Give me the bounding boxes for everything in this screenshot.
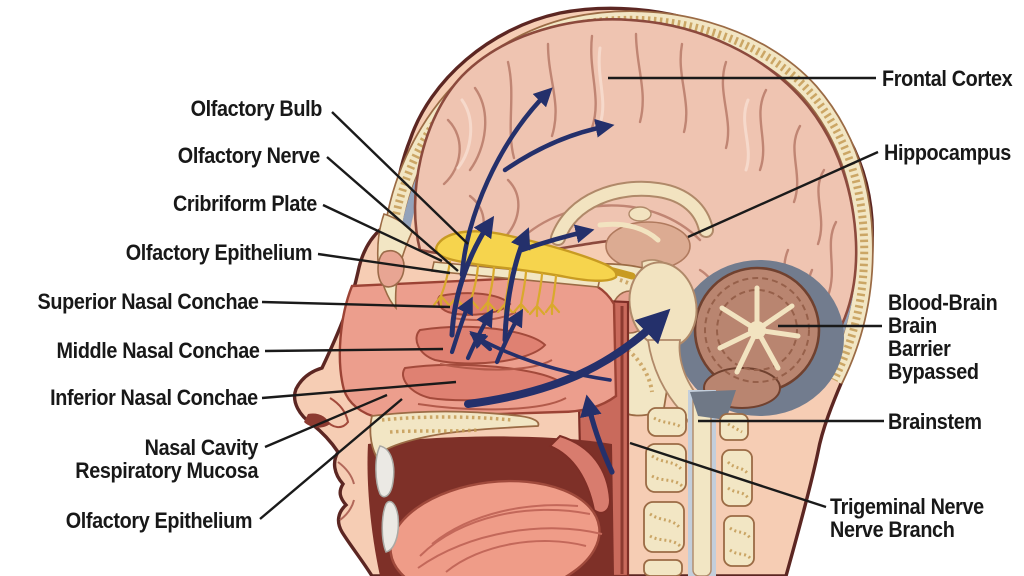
tongue-striations: [417, 504, 603, 573]
fornix: [597, 221, 661, 243]
arrow-nasal-1: [449, 296, 473, 355]
label-superior-nasal-conchae: Superior Nasal Conchae: [37, 289, 258, 314]
leader-cribriform-plate: [322, 203, 443, 263]
leader-lines: [259, 76, 884, 520]
label-olfactory-epithelium-lower: Olfactory Epithelium: [65, 508, 253, 533]
gyri-highlights: [456, 46, 750, 172]
cervical-spine: [643, 390, 755, 576]
soft-palate: [548, 434, 612, 514]
lower-tooth: [381, 500, 400, 553]
nostril-opening: [304, 413, 330, 428]
hard-palate: [369, 410, 540, 458]
arrow-nasal-3: [494, 308, 524, 365]
leader-nasal-cavity-respiratory-mucosa: [264, 393, 388, 449]
label-inferior-nasal-conchae: Inferior Nasal Conchae: [50, 385, 258, 410]
leader-olfactory-nerve: [326, 156, 459, 272]
label-olfactory-epithelium-upper: Olfactory Epithelium: [125, 240, 313, 265]
leader-hippocampus: [687, 150, 879, 239]
mouth-region: [337, 410, 614, 576]
leader-superior-nasal-conchae: [261, 300, 451, 309]
arrow-through-plate-2: [502, 227, 531, 343]
leader-middle-nasal-conchae: [264, 347, 444, 353]
corpus-callosum: [550, 180, 714, 246]
leader-olfactory-epithelium-lower: [259, 398, 403, 520]
leader-olfactory-bulb: [331, 111, 469, 245]
vertebra-speckles: [649, 416, 752, 560]
arrow-cortex-2: [502, 118, 615, 173]
pathway-arrows: [449, 87, 671, 475]
lip-lines: [337, 461, 355, 521]
frontal-sinus: [377, 250, 405, 288]
arrow-pharynx: [580, 394, 615, 475]
label-cribriform-plate: Cribriform Plate: [173, 191, 317, 216]
nostril-curl: [325, 397, 350, 428]
label-brainstem: Brainstem: [888, 409, 982, 434]
splenium: [628, 206, 652, 222]
label-hippocampus: Hippocampus: [884, 140, 1011, 165]
arrow-to-brainstem: [464, 308, 671, 408]
arrow-sweep-epithelium: [469, 333, 612, 382]
leader-olfactory-epithelium-upper: [317, 252, 451, 275]
arrow-cortex-1: [459, 87, 553, 278]
label-olfactory-bulb: Olfactory Bulb: [190, 96, 323, 121]
upper-tooth: [375, 445, 395, 498]
label-olfactory-nerve: Olfactory Nerve: [177, 143, 320, 168]
label-middle-nasal-conchae: Middle Nasal Conchae: [57, 338, 260, 363]
label-frontal-cortex: Frontal Cortex: [882, 66, 1013, 91]
cisterna-slate: [690, 390, 736, 420]
leader-inferior-nasal-conchae: [261, 380, 457, 400]
leader-trigeminal-nerve: [629, 441, 827, 509]
arrow-through-plate-1: [449, 215, 495, 338]
